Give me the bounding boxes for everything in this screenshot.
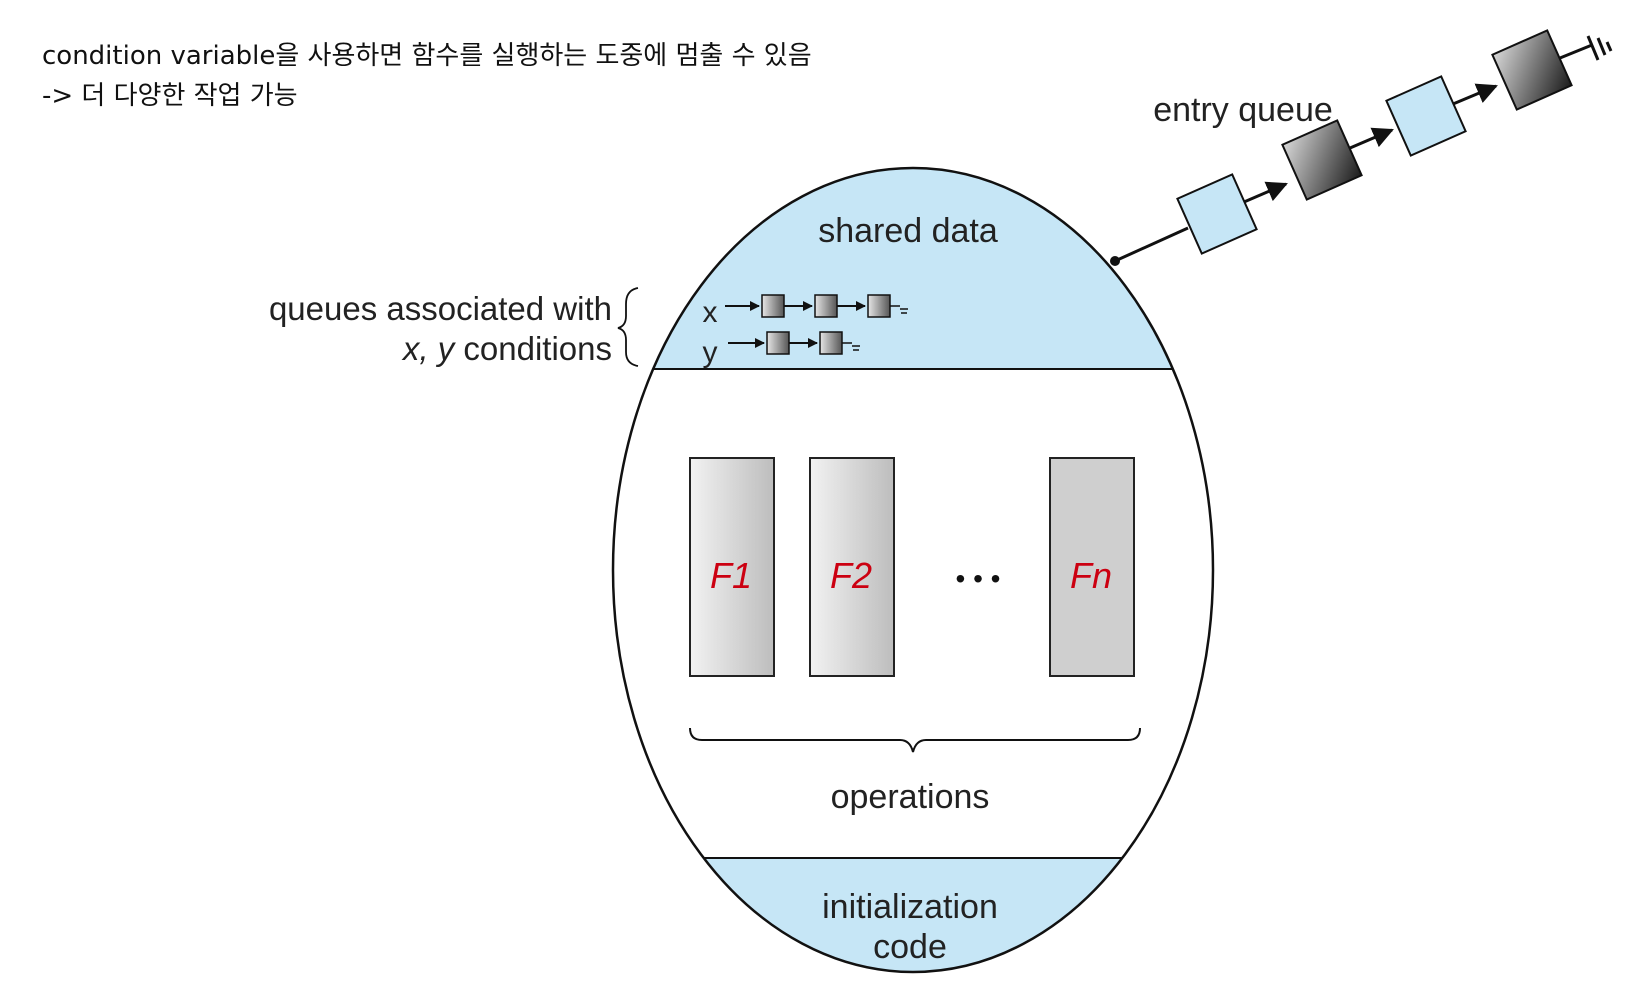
queue-y-node	[819, 331, 843, 355]
monitor-outline	[611, 166, 1215, 974]
fn-label: Fn	[1070, 555, 1112, 596]
condition-queue-x: x	[703, 294, 908, 329]
queue-x-node	[867, 294, 891, 318]
note-line-2: -> 더 다양한 작업 가능	[42, 81, 298, 111]
condition-queue-y: y	[703, 331, 860, 369]
ellipsis: • • •	[956, 563, 1001, 594]
init-label-line1: initialization	[822, 888, 998, 926]
shared-data-region	[613, 168, 1213, 369]
ground-icon	[890, 305, 908, 314]
queues-label-line2: x, y conditions	[401, 330, 612, 367]
explanation-note: condition variable을 사용하면 함수를 실행하는 도중에 멈출…	[42, 36, 812, 116]
operations-label: operations	[831, 778, 990, 816]
condition-y-label: y	[703, 336, 718, 369]
function-box-f2: F2	[809, 457, 895, 677]
note-line-1: condition variable을 사용하면 함수를 실행하는 도중에 멈출…	[42, 41, 812, 71]
condition-x-label: x	[703, 296, 718, 329]
init-label-line2: code	[873, 928, 947, 966]
entry-queue-node	[1491, 29, 1573, 111]
ground-icon	[1559, 35, 1613, 61]
f2-label: F2	[830, 555, 872, 596]
entry-queue-node	[1385, 75, 1467, 157]
operations-brace	[689, 727, 1141, 753]
queue-x-node	[761, 294, 785, 318]
entry-queue	[1110, 29, 1613, 266]
left-brace	[617, 287, 639, 367]
shared-data-label: shared data	[818, 212, 998, 250]
f1-label: F1	[710, 555, 752, 596]
entry-queue-node	[1176, 173, 1258, 255]
entry-queue-node	[1281, 119, 1363, 201]
entry-queue-label: entry queue	[1153, 91, 1333, 129]
function-box-f1: F1	[689, 457, 775, 677]
queue-x-node	[814, 294, 838, 318]
function-box-fn: Fn	[1049, 457, 1135, 677]
ground-icon	[842, 342, 860, 351]
queue-y-node	[766, 331, 790, 355]
queues-label-line1: queues associated with	[269, 290, 612, 327]
